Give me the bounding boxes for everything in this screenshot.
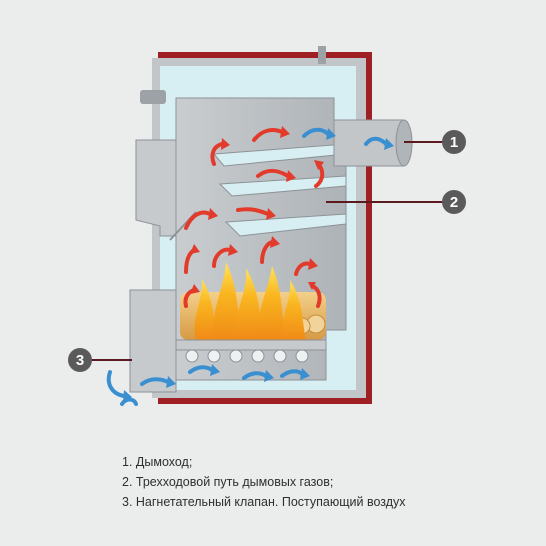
callout-1-number: 1 — [450, 134, 458, 151]
legend-item-chimney: 1. Дымоход; — [122, 452, 406, 472]
callout-3: 3 — [68, 348, 132, 372]
legend-item-air-valve: 3. Нагнетательный клапан. Поступающий во… — [122, 492, 406, 512]
callout-1: 1 — [404, 130, 466, 154]
legend-item-gas-path: 2. Трехходовой путь дымовых газов; — [122, 472, 406, 492]
callout-2-number: 2 — [450, 194, 458, 211]
callout-3-number: 3 — [76, 352, 84, 369]
chimney-pipe — [334, 120, 412, 166]
legend: 1. Дымоход; 2. Трехходовой путь дымовых … — [122, 452, 406, 512]
